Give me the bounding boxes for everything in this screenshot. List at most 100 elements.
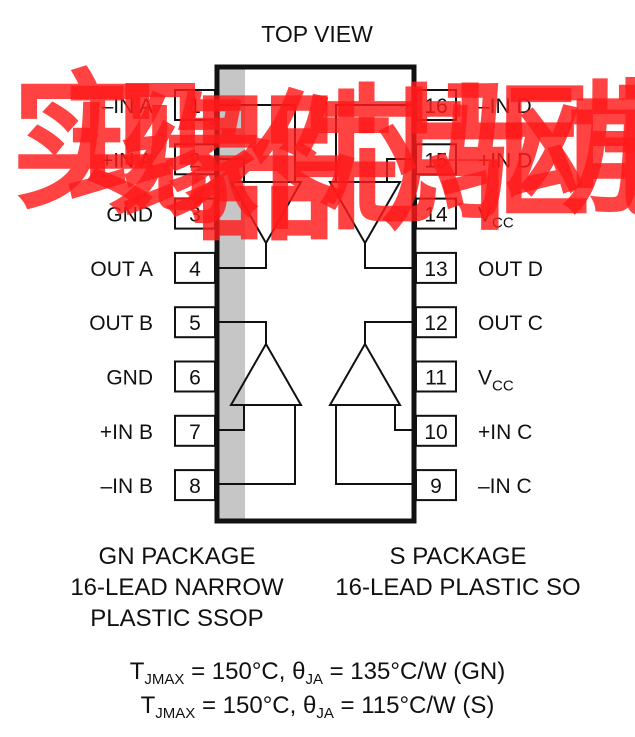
caption-line: PLASTIC SSOP xyxy=(90,605,264,632)
pin-box-right xyxy=(415,251,457,284)
watermark-glyph: 现 xyxy=(65,66,210,235)
pin-number: 14 xyxy=(424,204,448,227)
pin-label-main: –IN D xyxy=(478,95,532,118)
pin-number: 15 xyxy=(424,149,447,172)
amplifier-circuit xyxy=(215,104,416,485)
pin-label-main: V xyxy=(478,367,492,390)
pin-number: 4 xyxy=(189,258,201,281)
caption-line: GN PACKAGE xyxy=(98,543,256,570)
pin-box-left xyxy=(174,360,216,393)
wire-in-minus-b xyxy=(215,405,296,485)
wire-in-plus-b xyxy=(215,405,245,431)
thermal-spec-gn: TJMAX = 150°C, θJA = 135°C/W (GN) xyxy=(0,658,635,688)
pin-label: +IN D xyxy=(478,149,532,172)
pin-box-left xyxy=(174,251,216,284)
pin-box-left xyxy=(174,89,216,121)
amp-b-triangle xyxy=(229,341,303,406)
pin-label-sub: CC xyxy=(492,215,514,232)
pin-label: –IN A xyxy=(102,95,153,118)
watermark-glyph: 芯 xyxy=(318,72,468,246)
s-package-caption: S PACKAGE 16-LEAD PLASTIC SO xyxy=(328,541,588,603)
theta-sub: JA xyxy=(305,671,323,688)
pin-label: +IN B xyxy=(100,421,153,444)
pin-box-right xyxy=(415,414,457,447)
pin-number: 5 xyxy=(189,312,201,335)
pin-label-main: +IN D xyxy=(478,149,532,172)
tj-sub: JMAX xyxy=(144,671,185,688)
pin-number: 7 xyxy=(189,421,201,444)
pin-box-right xyxy=(415,360,457,393)
pin-number: 13 xyxy=(424,258,447,281)
wire-in-plus-d xyxy=(386,158,416,182)
wire-out-c xyxy=(364,321,416,344)
tj-symbol: T xyxy=(129,658,145,685)
watermark-glyph: 驱 xyxy=(440,67,590,241)
pin-label: –IN C xyxy=(478,475,532,498)
pin-number: 8 xyxy=(189,475,201,498)
pin1-indicator-band xyxy=(217,67,245,521)
wire-in-plus-c xyxy=(394,405,416,431)
pin-number: 16 xyxy=(424,95,447,118)
watermark-glyph: 实 xyxy=(10,57,160,231)
pin-label: OUT C xyxy=(478,312,543,335)
pin-label: GND xyxy=(106,367,153,390)
pin-label-main: OUT C xyxy=(478,312,543,335)
wire-in-plus-a xyxy=(215,158,245,182)
pin-label-main: +IN C xyxy=(478,421,532,444)
caption-line: 16-LEAD PLASTIC SO xyxy=(335,574,581,601)
pin-box-left xyxy=(174,197,216,230)
pin-label: –IN B xyxy=(100,475,153,498)
wire-out-b xyxy=(215,321,267,344)
pin-box-right xyxy=(415,197,457,230)
pin-number: 3 xyxy=(189,204,201,227)
pin-number: 1 xyxy=(189,95,201,118)
diagram-title: TOP VIEW xyxy=(261,21,373,47)
pin-number: 6 xyxy=(189,367,201,390)
thermal-spec-s: TJMAX = 150°C, θJA = 115°C/W (S) xyxy=(0,692,635,722)
pin-number: 2 xyxy=(189,149,201,172)
tj-value: = 150°C, θ xyxy=(195,692,317,719)
pin-label: OUT A xyxy=(90,258,153,281)
tj-symbol: T xyxy=(140,692,156,719)
watermark: 实现缘器件芯片驱动电子 xyxy=(10,57,635,263)
caption-line: S PACKAGE xyxy=(389,543,527,570)
caption-line: 16-LEAD NARROW xyxy=(70,574,284,601)
watermark-glyph: 器 xyxy=(185,76,346,263)
wire-in-minus-c xyxy=(335,405,416,485)
pin-box-right xyxy=(415,469,457,502)
pin-number: 11 xyxy=(425,367,447,390)
theta-value: = 115°C/W (S) xyxy=(333,692,495,719)
package-body xyxy=(214,64,417,524)
tj-value: = 150°C, θ xyxy=(184,658,306,685)
watermark-glyph: 电 xyxy=(560,67,635,241)
theta-value: = 135°C/W (GN) xyxy=(322,658,506,685)
pin-box-left xyxy=(174,469,216,502)
wire-in-minus-d xyxy=(335,104,416,182)
gn-package-caption: GN PACKAGE 16-LEAD NARROW PLASTIC SSOP xyxy=(42,541,312,634)
pin-box-right xyxy=(415,306,457,339)
watermark-glyph: 缘 xyxy=(120,81,260,244)
pin-label: OUT B xyxy=(89,312,153,335)
pin-box-right xyxy=(415,143,457,176)
tj-sub: JMAX xyxy=(155,705,196,722)
pin-box-right xyxy=(415,89,457,121)
watermark-glyph: 件 xyxy=(250,77,400,251)
pin-label: GND xyxy=(106,204,153,227)
wire-in-minus-a xyxy=(215,104,296,182)
pin-label-main: V xyxy=(478,204,492,227)
pin-label: VCC xyxy=(478,367,514,395)
pin-number: 9 xyxy=(430,475,442,498)
pin-label: OUT D xyxy=(478,258,543,281)
pin-label-main: OUT D xyxy=(478,258,543,281)
pin-label-main: –IN C xyxy=(478,475,532,498)
pin-box-left xyxy=(174,414,216,447)
pin-label-sub: CC xyxy=(492,378,514,395)
wire-out-a xyxy=(215,243,267,269)
pin-label: +IN C xyxy=(478,421,532,444)
pin-label: –IN D xyxy=(478,95,532,118)
pin-number: 10 xyxy=(424,421,447,444)
pin-box-left xyxy=(174,143,216,176)
